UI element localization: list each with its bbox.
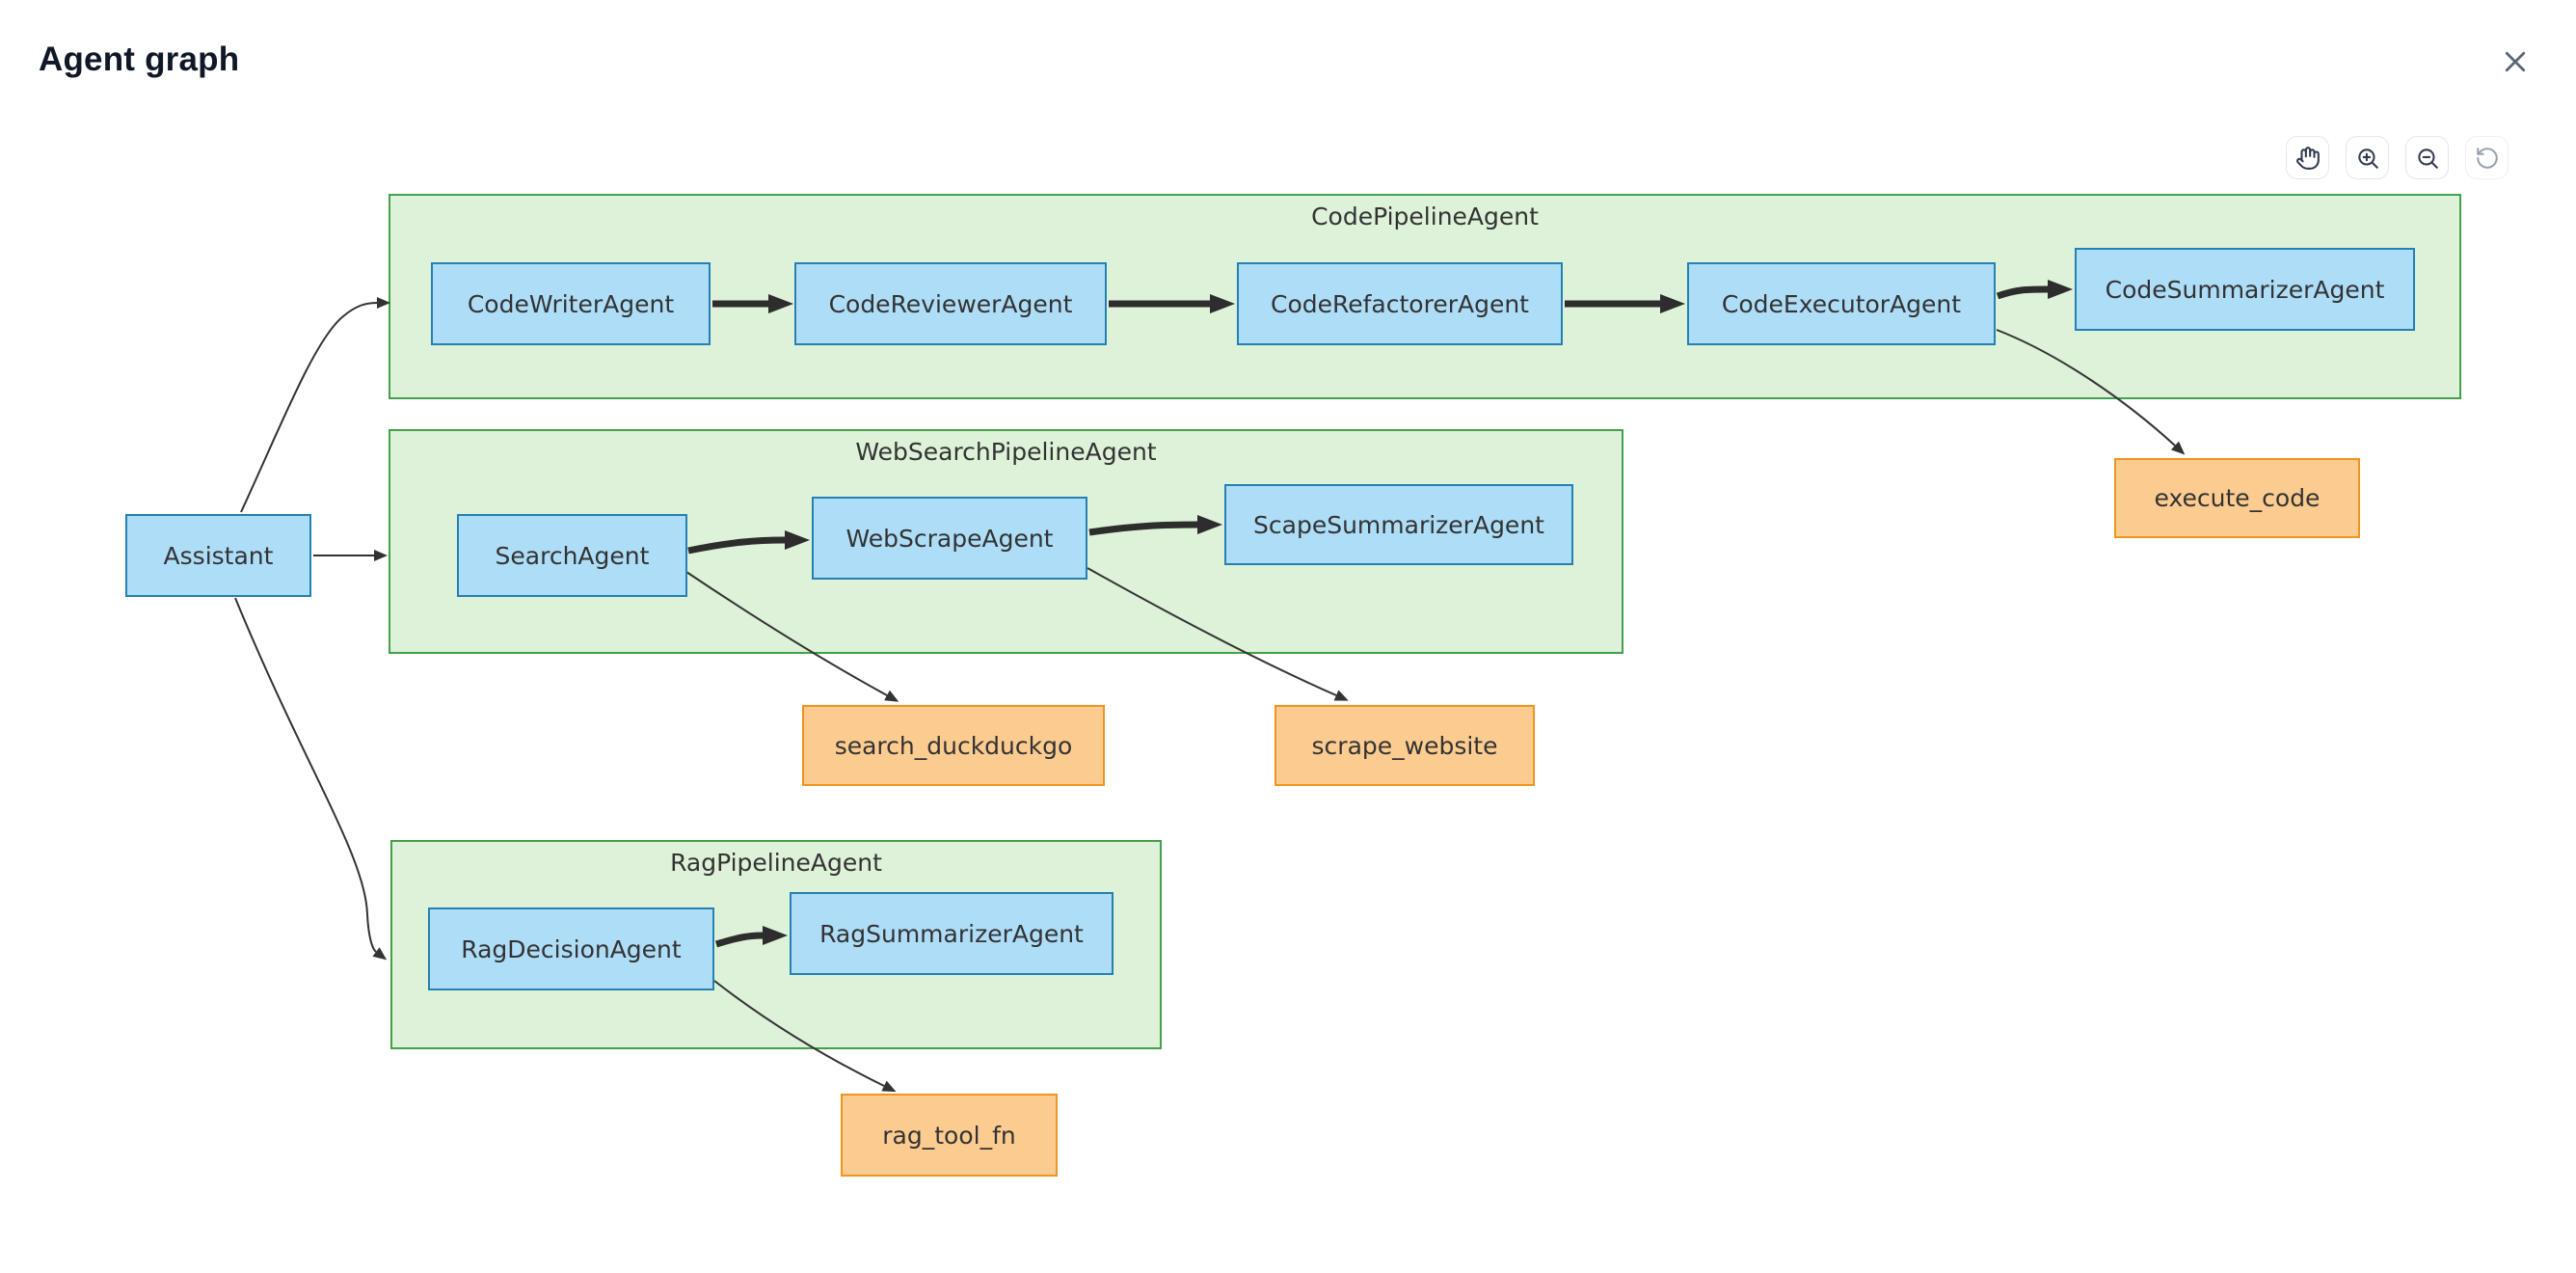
node-label: CodeReviewerAgent xyxy=(828,289,1073,318)
node-label: CodeRefactorerAgent xyxy=(1271,289,1529,318)
reset-view-button[interactable] xyxy=(2465,136,2509,179)
edge-assistant-codepipeline xyxy=(240,297,390,513)
zoom-in-button[interactable] xyxy=(2346,136,2389,179)
node-label: rag_tool_fn xyxy=(882,1121,1016,1150)
node-scrape-website[interactable]: scrape_website xyxy=(1275,705,1535,786)
rotate-ccw-icon xyxy=(2476,147,2498,169)
close-button[interactable] xyxy=(2492,39,2538,85)
node-codesummarizeragent[interactable]: CodeSummarizerAgent xyxy=(2075,248,2415,331)
node-codewriteragent[interactable]: CodeWriterAgent xyxy=(431,262,711,345)
node-label: WebScrapeAgent xyxy=(845,524,1054,553)
node-search-duckduckgo[interactable]: search_duckduckgo xyxy=(802,705,1105,786)
zoom-out-icon xyxy=(2417,148,2438,169)
node-label: RagDecisionAgent xyxy=(461,934,682,963)
zoom-in-icon xyxy=(2357,148,2378,169)
edge-assistant-ragpipeline xyxy=(234,597,388,961)
node-label: CodeWriterAgent xyxy=(467,289,675,318)
node-label: CodeExecutorAgent xyxy=(1721,289,1962,318)
node-ragsummarizeragent[interactable]: RagSummarizerAgent xyxy=(790,892,1114,975)
node-assistant[interactable]: Assistant xyxy=(125,514,311,597)
node-searchagent[interactable]: SearchAgent xyxy=(457,514,687,597)
node-label: search_duckduckgo xyxy=(834,731,1073,760)
pan-button[interactable] xyxy=(2286,136,2329,179)
node-scapesummarizeragent[interactable]: ScapeSummarizerAgent xyxy=(1224,484,1573,565)
group-title: RagPipelineAgent xyxy=(670,849,882,877)
x-icon xyxy=(2505,51,2526,72)
node-label: SearchAgent xyxy=(495,541,650,570)
node-label: CodeSummarizerAgent xyxy=(2105,275,2385,304)
node-rag-tool-fn[interactable]: rag_tool_fn xyxy=(841,1094,1058,1177)
node-coderefactoreragent[interactable]: CodeRefactorerAgent xyxy=(1237,262,1563,345)
group-title: CodePipelineAgent xyxy=(1311,203,1539,230)
node-webscrapeagent[interactable]: WebScrapeAgent xyxy=(812,497,1087,580)
hand-icon xyxy=(2295,146,2320,170)
node-label: execute_code xyxy=(2154,484,2321,512)
node-label: Assistant xyxy=(163,541,274,570)
node-ragdecisionagent[interactable]: RagDecisionAgent xyxy=(428,907,714,990)
graph-toolbar xyxy=(2286,136,2509,179)
node-codeexecutoragent[interactable]: CodeExecutorAgent xyxy=(1687,262,1996,345)
page-title: Agent graph xyxy=(39,41,240,78)
zoom-out-button[interactable] xyxy=(2405,136,2449,179)
node-execute-code[interactable]: execute_code xyxy=(2114,458,2360,538)
node-label: RagSummarizerAgent xyxy=(819,919,1084,948)
node-label: scrape_website xyxy=(1311,731,1498,760)
node-label: ScapeSummarizerAgent xyxy=(1253,510,1544,539)
group-title: WebSearchPipelineAgent xyxy=(855,438,1157,466)
node-coderevieweragent[interactable]: CodeReviewerAgent xyxy=(794,262,1107,345)
